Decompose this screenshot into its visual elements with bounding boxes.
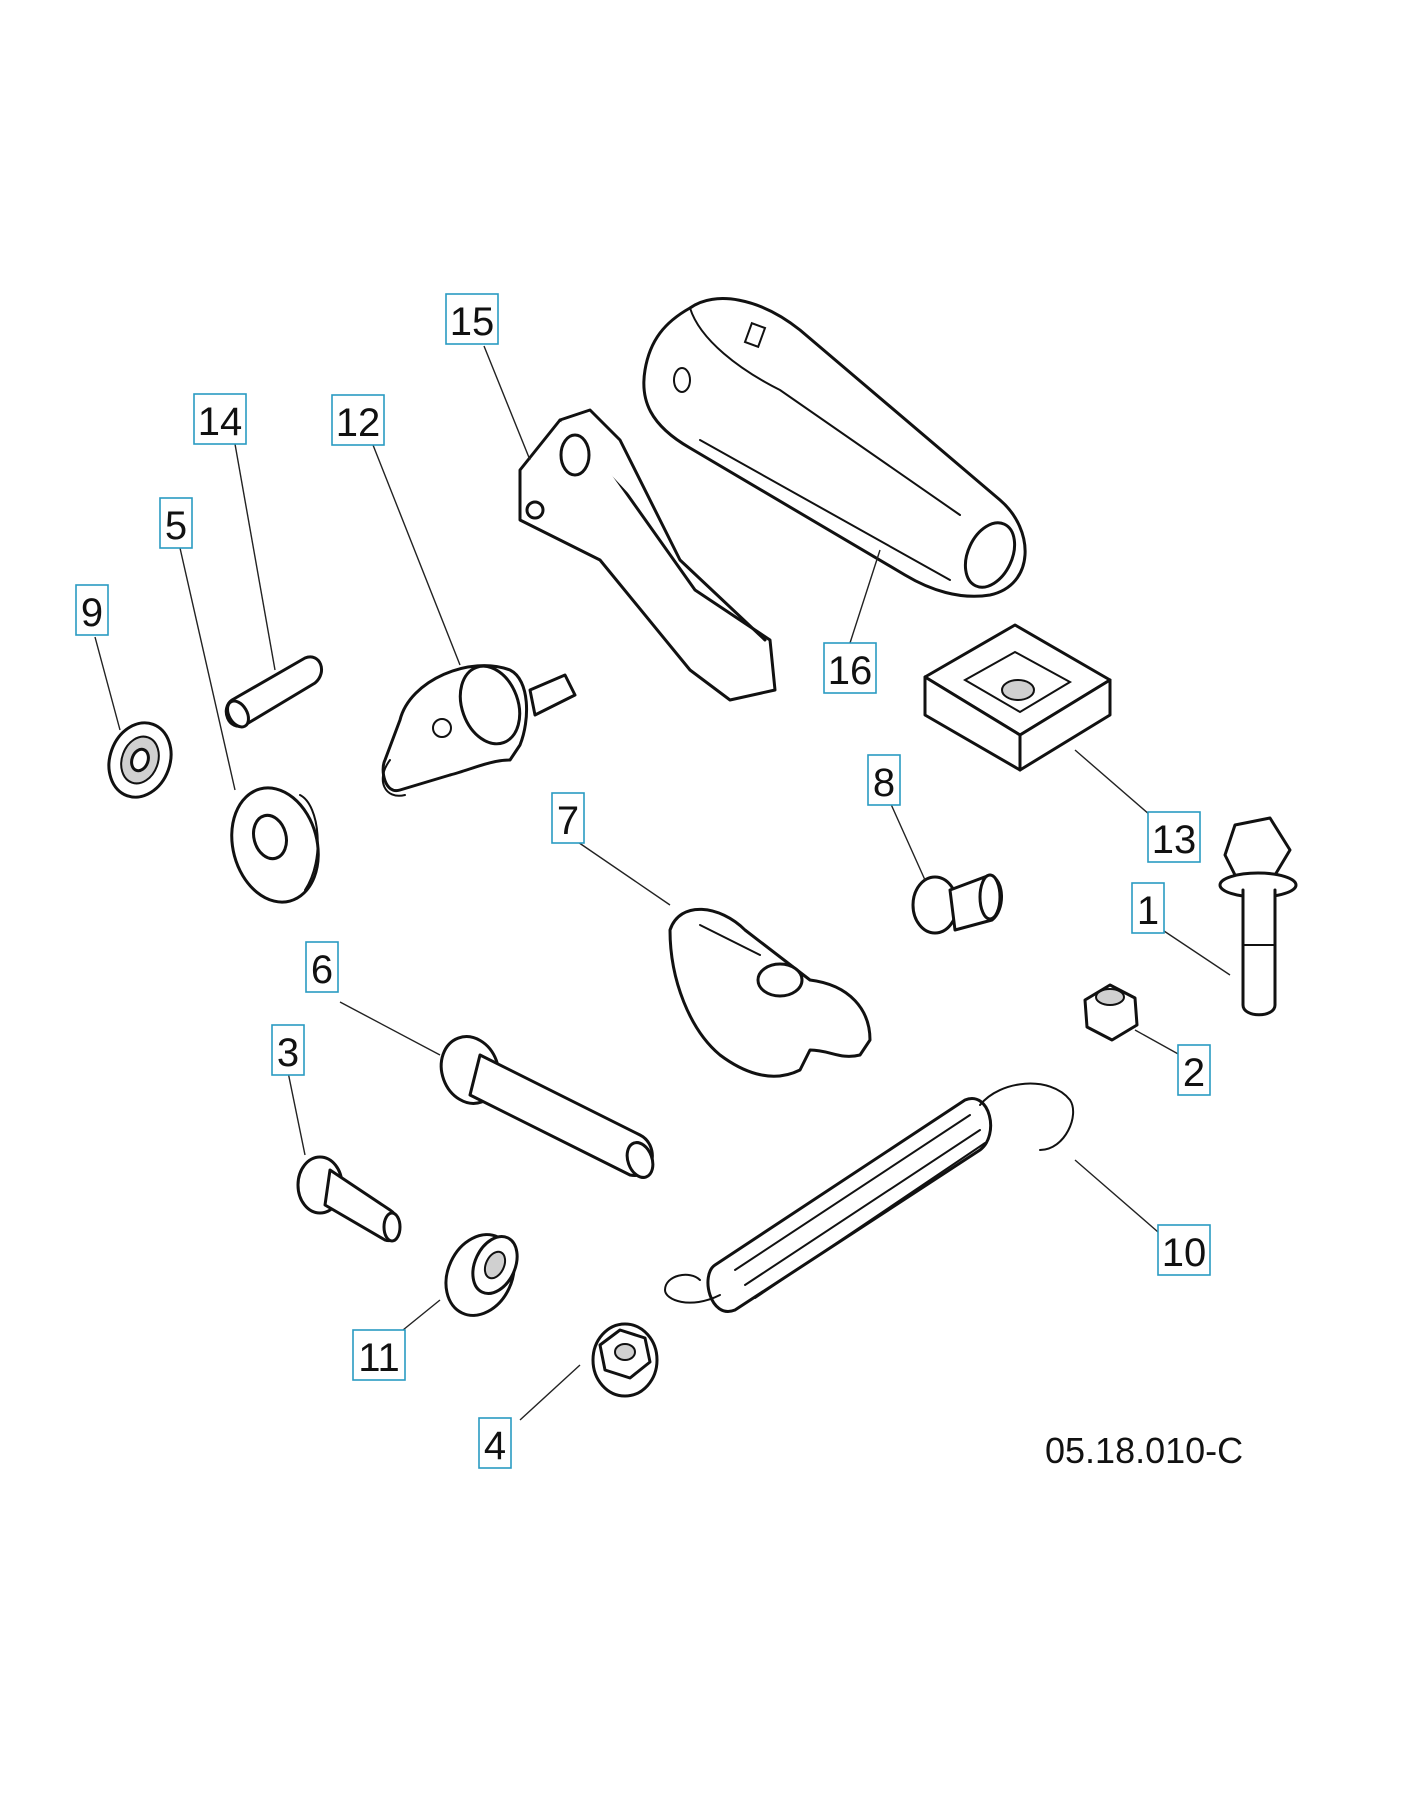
- part-1-flange-bolt: [1218, 816, 1298, 1017]
- part-3-stud: [296, 1155, 402, 1243]
- svg-text:15: 15: [450, 300, 495, 344]
- svg-text:10: 10: [1162, 1231, 1207, 1275]
- svg-text:4: 4: [484, 1424, 506, 1468]
- part-10-spring: [663, 1082, 1075, 1313]
- part-5-washer: [230, 786, 320, 904]
- callout-5: 5: [159, 497, 193, 549]
- callout-4: 4: [478, 1417, 512, 1469]
- callout-13: 13: [1147, 811, 1201, 863]
- part-12-yoke: [381, 664, 577, 797]
- drawing-code: 05.18.010-C: [1045, 1430, 1243, 1471]
- part-14-pin: [224, 655, 323, 729]
- callout-8: 8: [867, 754, 901, 806]
- svg-text:13: 13: [1152, 818, 1197, 862]
- leader-lines: [94, 345, 1231, 1421]
- svg-text:7: 7: [557, 799, 579, 843]
- svg-text:1: 1: [1137, 889, 1159, 933]
- callout-6: 6: [305, 941, 339, 993]
- callout-16: 16: [823, 642, 877, 694]
- callout-10: 10: [1157, 1224, 1211, 1276]
- callout-1: 1: [1131, 882, 1165, 934]
- callout-12: 12: [331, 394, 385, 446]
- part-16-handle-grip: [642, 297, 1027, 598]
- callout-2: 2: [1177, 1044, 1211, 1096]
- svg-text:12: 12: [336, 401, 381, 445]
- part-11-spacer-ring: [444, 1233, 519, 1317]
- svg-text:14: 14: [198, 400, 243, 444]
- part-13-square-pad: [923, 623, 1112, 772]
- svg-text:2: 2: [1183, 1051, 1205, 1095]
- callout-3: 3: [271, 1024, 305, 1076]
- svg-text:11: 11: [358, 1336, 400, 1380]
- part-8-shoulder-bolt: [911, 873, 1003, 935]
- part-9-serrated-nut: [107, 721, 173, 799]
- svg-text:3: 3: [277, 1031, 299, 1075]
- svg-text:8: 8: [873, 761, 895, 805]
- callout-9: 9: [75, 584, 109, 636]
- part-7-lever-cam: [668, 907, 872, 1078]
- svg-text:5: 5: [165, 504, 187, 548]
- callout-11: 11: [352, 1329, 406, 1381]
- svg-text:9: 9: [81, 591, 103, 635]
- callout-7: 7: [551, 792, 585, 844]
- svg-text:16: 16: [828, 649, 873, 693]
- part-6-axle-shaft: [439, 1035, 655, 1179]
- callout-15: 15: [445, 293, 499, 345]
- callout-14: 14: [193, 393, 247, 445]
- part-15-lever-bracket: [518, 408, 777, 702]
- part-4-flange-nut: [591, 1322, 659, 1398]
- part-2-lock-nut: [1083, 983, 1139, 1042]
- svg-text:6: 6: [311, 948, 333, 992]
